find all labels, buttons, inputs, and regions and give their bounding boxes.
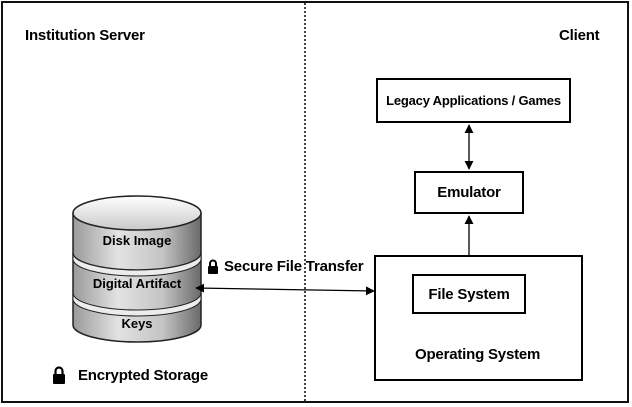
lock-icon xyxy=(53,366,65,384)
storage-layer-label: Digital Artifact xyxy=(93,276,182,291)
server-client-divider xyxy=(304,3,306,401)
legacy-applications-box: Legacy Applications / Games xyxy=(376,78,571,123)
secure-transfer-arrow xyxy=(195,283,375,296)
secure-transfer-label: Secure File Transfer xyxy=(207,258,364,275)
emulator-box: Emulator xyxy=(414,171,524,214)
operating-system-box: File System Operating System xyxy=(374,255,583,381)
storage-layer-separator xyxy=(72,292,202,317)
emulator-label: Emulator xyxy=(437,184,501,201)
file-system-box: File System xyxy=(412,274,526,314)
storage-layer-label: Disk Image xyxy=(103,233,172,248)
server-title: Institution Server xyxy=(25,27,145,44)
storage-layer-label: Keys xyxy=(121,316,152,331)
lock-icon xyxy=(208,259,218,274)
legacy-applications-label: Legacy Applications / Games xyxy=(386,93,561,108)
operating-system-label: Operating System xyxy=(415,346,541,363)
client-title: Client xyxy=(559,27,600,44)
encrypted-storage-caption: Encrypted Storage xyxy=(52,366,208,384)
encrypted-storage-text: Encrypted Storage xyxy=(78,366,208,384)
secure-transfer-text: Secure File Transfer xyxy=(224,258,364,275)
file-system-label: File System xyxy=(428,285,510,303)
storage-layer-separator xyxy=(72,252,202,277)
storage-cylinder-top xyxy=(72,195,202,231)
